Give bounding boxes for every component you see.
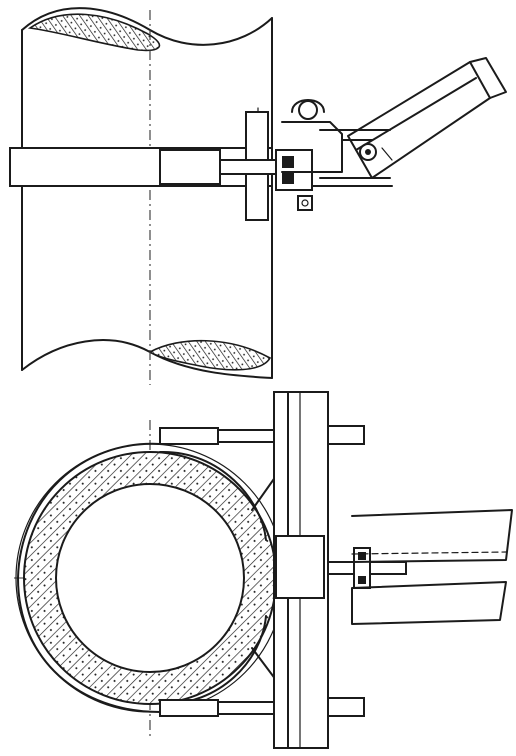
insulation-ring-plan [15,443,285,713]
connector-rod-plan [327,547,407,589]
nut-assembly-elevation [275,149,313,211]
pipe-elevation [21,7,273,385]
clevis-bracket-elevation [281,99,393,187]
bottom-bolt-plan [159,692,365,729]
pipe-top-insulation [27,13,161,52]
top-bolt-plan [159,413,365,450]
support-arm-elevation [347,57,507,179]
beam-section-plan [351,509,513,625]
vertical-plate-plan [273,391,329,749]
elevation-view [9,7,507,385]
pipe-bottom-insulation [148,339,272,371]
clamp-band-plan [17,442,277,713]
plan-view [14,391,513,749]
